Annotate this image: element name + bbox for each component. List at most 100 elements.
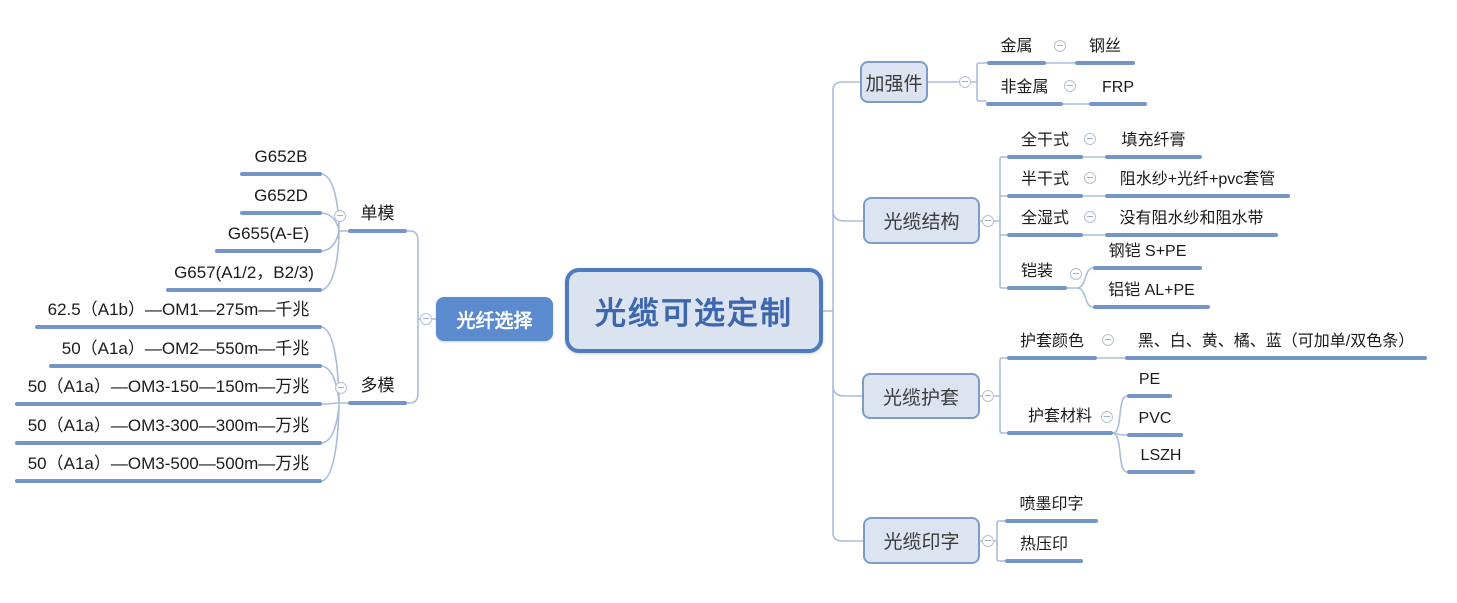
collapse-toggle-single-mode[interactable] [334, 210, 346, 222]
node-underline [15, 402, 322, 406]
topic-label: 光缆结构 [883, 212, 960, 233]
topic-cable-printing[interactable]: 光缆印字 [863, 517, 980, 564]
node-underline [1105, 155, 1202, 159]
node-underline [215, 249, 322, 253]
node-label: PE [1138, 371, 1161, 388]
collapse-toggle-metal[interactable] [1054, 40, 1066, 52]
node-underline [1127, 433, 1183, 437]
collapse-toggle-jacket-color[interactable] [1102, 334, 1114, 346]
topic-label: 加强件 [865, 73, 923, 95]
node-label: 半干式 [1020, 171, 1069, 188]
collapse-toggle-jacket-material[interactable] [1101, 411, 1113, 423]
collapse-toggle-strength-member[interactable] [959, 76, 971, 88]
node-pe[interactable]: PE [1127, 370, 1172, 398]
node-label: G655(A-E) [227, 224, 310, 243]
node-label: 50（A1a）—OM3-500—500m—万兆 [27, 454, 310, 473]
node-underline [1075, 61, 1135, 65]
node-label: 50（A1a）—OM3-150—150m—万兆 [27, 377, 310, 396]
node-underline [1093, 305, 1210, 309]
node-underline [166, 288, 322, 292]
node-underline [1005, 519, 1098, 523]
node-underline [348, 401, 407, 405]
node-om1[interactable]: 62.5（A1b）—OM1—275m—千兆 [35, 300, 322, 329]
collapse-toggle-multi-mode[interactable] [335, 382, 347, 394]
node-g655[interactable]: G655(A-E) [215, 224, 322, 253]
topic-cable-structure[interactable]: 光缆结构 [863, 197, 980, 244]
node-underline [1127, 470, 1195, 474]
node-g652d[interactable]: G652D [240, 186, 322, 215]
node-label: 62.5（A1b）—OM1—275m—千兆 [47, 300, 310, 319]
node-label: 没有阻水纱和阻水带 [1119, 210, 1264, 227]
node-label: 热压印 [1019, 536, 1068, 553]
topic-label: 光纤选择 [456, 310, 533, 332]
node-underline [49, 364, 322, 368]
node-jacket-color-options[interactable]: 黑、白、黄、橘、蓝（可加单/双色条） [1125, 332, 1427, 360]
node-steel-wire[interactable]: 钢丝 [1075, 37, 1135, 65]
node-underline [240, 211, 322, 215]
node-om3-500[interactable]: 50（A1a）—OM3-500—500m—万兆 [15, 454, 322, 483]
node-label: 填充纤膏 [1121, 132, 1186, 149]
node-underline [1127, 394, 1172, 398]
node-label: G652D [254, 186, 308, 205]
node-semi-dry[interactable]: 半干式 [1007, 170, 1083, 198]
node-label: 铠装 [1020, 263, 1053, 280]
collapse-toggle-cable-printing[interactable] [982, 535, 994, 547]
node-nonmetal[interactable]: 非金属 [986, 78, 1063, 106]
node-filling-gel[interactable]: 填充纤膏 [1105, 131, 1202, 159]
node-underline [1093, 266, 1202, 270]
topic-fiber-selection[interactable]: 光纤选择 [436, 297, 553, 341]
node-no-water-blocking[interactable]: 没有阻水纱和阻水带 [1105, 209, 1278, 237]
node-jacket-color[interactable]: 护套颜色 [1007, 332, 1097, 360]
node-underline [1007, 431, 1113, 435]
node-underline [986, 102, 1063, 106]
node-label: 多模 [360, 376, 395, 395]
node-label: 黑、白、黄、橘、蓝（可加单/双色条） [1137, 333, 1415, 350]
collapse-toggle-fiber-selection[interactable] [420, 313, 432, 325]
collapse-toggle-nonmetal[interactable] [1064, 80, 1076, 92]
node-label: 单模 [360, 204, 395, 223]
node-underline [1007, 155, 1083, 159]
collapse-toggle-semi-dry[interactable] [1084, 172, 1096, 184]
node-multi-mode[interactable]: 多模 [348, 376, 407, 405]
node-label: 非金属 [1000, 79, 1049, 96]
topic-cable-jacket[interactable]: 光缆护套 [862, 373, 980, 419]
node-om3-300[interactable]: 50（A1a）—OM3-300—300m—万兆 [15, 416, 322, 445]
topic-label: 光缆护套 [882, 387, 959, 409]
node-armor[interactable]: 铠装 [1007, 262, 1067, 290]
topic-strength-member[interactable]: 加强件 [860, 61, 928, 103]
node-metal[interactable]: 金属 [987, 37, 1046, 65]
node-inkjet-printing[interactable]: 喷墨印字 [1005, 495, 1098, 523]
node-pvc[interactable]: PVC [1127, 409, 1183, 437]
node-label: 全干式 [1020, 132, 1069, 149]
node-water-blocking-yarn-pvc[interactable]: 阻水纱+光纤+pvc套管 [1105, 170, 1290, 198]
node-hot-stamping[interactable]: 热压印 [1005, 535, 1083, 563]
node-single-mode[interactable]: 单模 [348, 204, 407, 233]
node-lszh[interactable]: LSZH [1127, 446, 1195, 474]
node-underline [1089, 102, 1147, 106]
collapse-toggle-cable-structure[interactable] [982, 215, 994, 227]
node-om2[interactable]: 50（A1a）—OM2—550m—千兆 [49, 339, 322, 368]
node-om3-150[interactable]: 50（A1a）—OM3-150—150m—万兆 [15, 377, 322, 406]
central-topic[interactable]: 光缆可选定制 [565, 268, 823, 353]
node-frp[interactable]: FRP [1089, 78, 1147, 106]
collapse-toggle-cable-jacket[interactable] [982, 390, 994, 402]
collapse-toggle-armor[interactable] [1070, 268, 1082, 280]
node-g657[interactable]: G657(A1/2，B2/3) [166, 263, 322, 292]
collapse-toggle-full-wet[interactable] [1084, 211, 1096, 223]
node-full-dry[interactable]: 全干式 [1007, 131, 1083, 159]
node-underline [240, 172, 322, 176]
node-label: 50（A1a）—OM2—550m—千兆 [61, 339, 310, 358]
node-steel-armor[interactable]: 钢铠 S+PE [1093, 242, 1202, 270]
node-g652b[interactable]: G652B [240, 147, 322, 176]
node-underline [987, 61, 1046, 65]
node-label: 护套颜色 [1019, 333, 1084, 350]
node-full-wet[interactable]: 全湿式 [1007, 209, 1083, 237]
node-underline [1007, 194, 1083, 198]
node-alu-armor[interactable]: 铝铠 AL+PE [1093, 281, 1210, 309]
node-label: 金属 [1000, 38, 1033, 55]
node-jacket-material[interactable]: 护套材料 [1007, 407, 1113, 435]
node-underline [1007, 286, 1067, 290]
collapse-toggle-full-dry[interactable] [1084, 133, 1096, 145]
